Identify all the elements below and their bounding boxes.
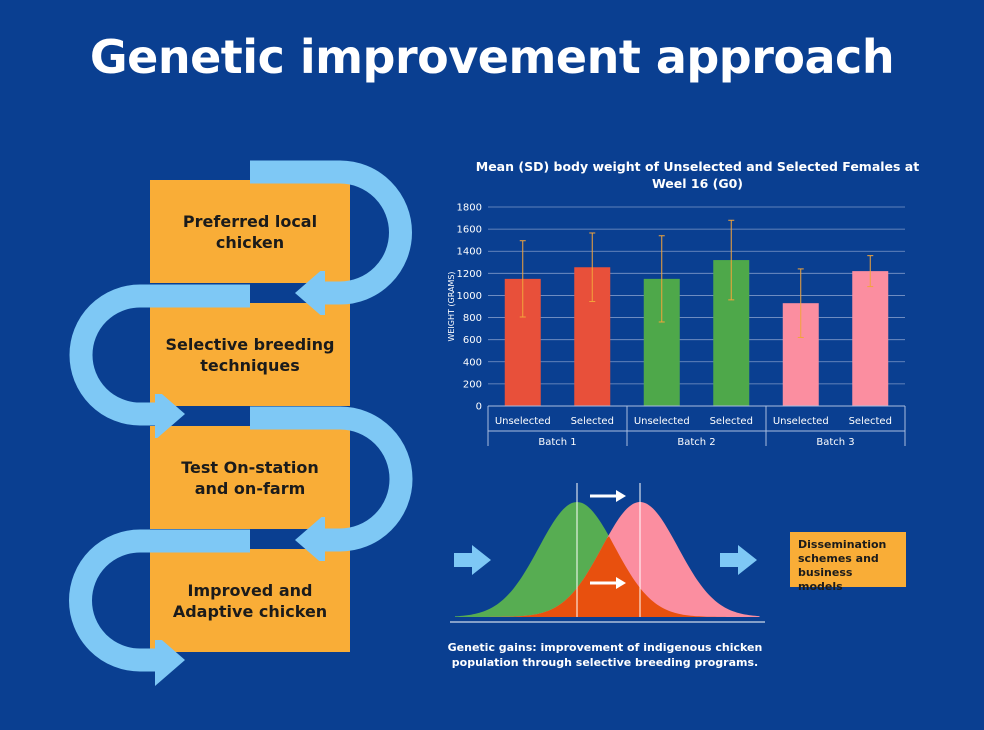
caption-bold: Genetic gains: <box>447 641 537 654</box>
bar-chart: 0 200 400 600 800 1000 1200 1400 1600 1800WEIGHT … <box>447 203 906 448</box>
flow-arrow-3 <box>250 406 413 552</box>
input-block-arrow <box>454 545 491 575</box>
caption-text: improvement of indigenous chicken popula… <box>451 641 763 669</box>
y-tick-400: 400 <box>463 357 482 368</box>
y-tick-1800: 1800 <box>457 203 482 214</box>
flow-step-3: Test On-station and on-farm <box>181 457 319 498</box>
flow-diagram <box>69 160 413 686</box>
overlap-distribution <box>455 536 760 617</box>
y-tick-600: 600 <box>463 335 482 346</box>
flow-arrow-2-head <box>155 388 185 440</box>
shift-arrow-middle-head <box>616 577 626 589</box>
flow-step-1: Preferred local chicken <box>182 211 318 252</box>
y-tick-200: 200 <box>463 379 482 390</box>
group-label-2: Batch 2 <box>677 437 715 448</box>
output-block-arrow <box>720 545 757 575</box>
flow-box-cover-1 <box>150 192 350 271</box>
dissemination-box: Dissemination schemes and business model… <box>790 532 906 593</box>
flow-step-4: Improved and Adaptive chicken <box>172 580 328 621</box>
x-tick-5: Unselected <box>773 416 829 427</box>
flow-step-2: Selective breeding techniques <box>165 334 335 375</box>
x-tick-3: Unselected <box>634 416 690 427</box>
x-tick-1: Unselected <box>495 416 551 427</box>
flow-arrow-2 <box>69 284 250 426</box>
y-tick-1400: 1400 <box>457 247 482 258</box>
flow-arrow-4 <box>69 529 250 672</box>
x-tick-6: Selected <box>849 416 892 427</box>
flow-box-cover-2 <box>150 315 350 394</box>
caption: Genetic gains: improvement of indigenous… <box>440 640 770 670</box>
y-tick-1600: 1600 <box>457 225 482 236</box>
y-tick-1000: 1000 <box>457 291 482 302</box>
flow-box-cover-4 <box>150 561 350 640</box>
chart-title: Mean (SD) body weight of Unselected and … <box>475 159 920 191</box>
flow-arrow-1-head <box>295 267 325 319</box>
page-title: Genetic improvement approach <box>89 30 895 84</box>
y-tick-1200: 1200 <box>457 269 482 280</box>
flow-arrows <box>69 160 413 686</box>
y-tick-0: 0 <box>476 402 482 413</box>
group-label-1: Batch 1 <box>538 437 576 448</box>
group-label-3: Batch 3 <box>816 437 854 448</box>
shift-arrow-top-head <box>616 490 626 502</box>
bar-6 <box>852 271 889 406</box>
x-tick-4: Selected <box>710 416 753 427</box>
distribution-diagram <box>450 483 765 623</box>
y-axis-label: WEIGHT (GRAMS) <box>447 271 456 341</box>
x-tick-2: Selected <box>571 416 614 427</box>
flow-arrow-1 <box>250 160 412 305</box>
flow-arrow-4-head <box>155 634 185 686</box>
flow-arrow-3-head <box>295 514 325 566</box>
flow-box-cover-3 <box>150 438 350 517</box>
y-tick-800: 800 <box>463 313 482 324</box>
